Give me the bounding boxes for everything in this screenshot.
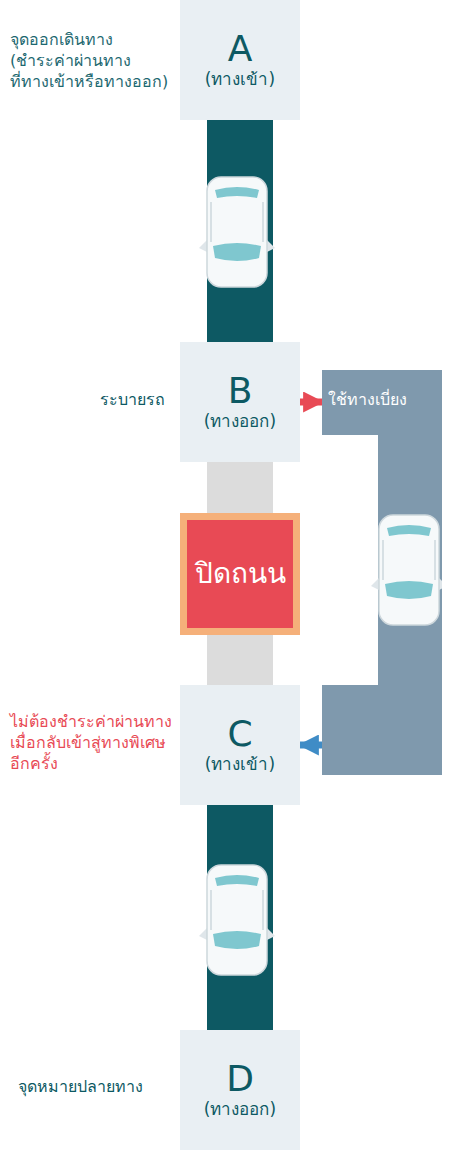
detour-text: ใช้ทางเบี่ยง xyxy=(328,390,407,411)
interchange-type: (ทางเข้า) xyxy=(205,753,275,775)
interchange-type: (ทางออก) xyxy=(204,410,276,432)
interchange-letter: B xyxy=(228,372,253,410)
detour-shape xyxy=(322,370,442,775)
interchange-box: B(ทางออก) xyxy=(180,342,300,462)
label-line: ระบายรถ xyxy=(100,390,165,411)
label-line: จุดหมายปลายทาง xyxy=(18,1077,143,1098)
label-line: อีกครั้ง xyxy=(10,754,172,775)
interchange-letter: C xyxy=(227,715,252,753)
detour-arrow xyxy=(300,742,322,749)
label-line: (ชำระค่าผ่านทาง xyxy=(10,51,168,72)
interchange-letter: D xyxy=(226,1060,254,1098)
note-text: ไม่ต้องชำระค่าผ่านทาง เมื่อกลับเข้าสู่ทา… xyxy=(10,712,172,774)
detour-arrow xyxy=(300,399,322,406)
interchange-type: (ทางออก) xyxy=(204,1098,276,1120)
side-label: ระบายรถ xyxy=(100,390,165,411)
interchange-letter: A xyxy=(228,30,253,68)
interchange-box: A(ทางเข้า) xyxy=(180,0,300,120)
closure-text: ปิดถนน xyxy=(195,556,286,592)
label-line: เมื่อกลับเข้าสู่ทางพิเศษ xyxy=(10,733,172,754)
interchange-box: D(ทางออก) xyxy=(180,1030,300,1150)
label-line: ไม่ต้องชำระค่าผ่านทาง xyxy=(10,712,172,733)
label-line: ที่ทางเข้าหรือทางออก) xyxy=(10,72,168,93)
side-label: จุดออกเดินทาง (ชำระค่าผ่านทาง ที่ทางเข้า… xyxy=(10,30,168,92)
road-closed-box: ปิดถนน xyxy=(180,513,300,635)
interchange-type: (ทางเข้า) xyxy=(205,68,275,90)
side-label: จุดหมายปลายทาง xyxy=(18,1077,143,1098)
car xyxy=(199,177,275,287)
interchange-box: C(ทางเข้า) xyxy=(180,685,300,805)
detour-road: ใช้ทางเบี่ยง xyxy=(322,370,442,775)
label-line: จุดออกเดินทาง xyxy=(10,30,168,51)
car xyxy=(371,515,442,625)
car xyxy=(199,865,275,975)
